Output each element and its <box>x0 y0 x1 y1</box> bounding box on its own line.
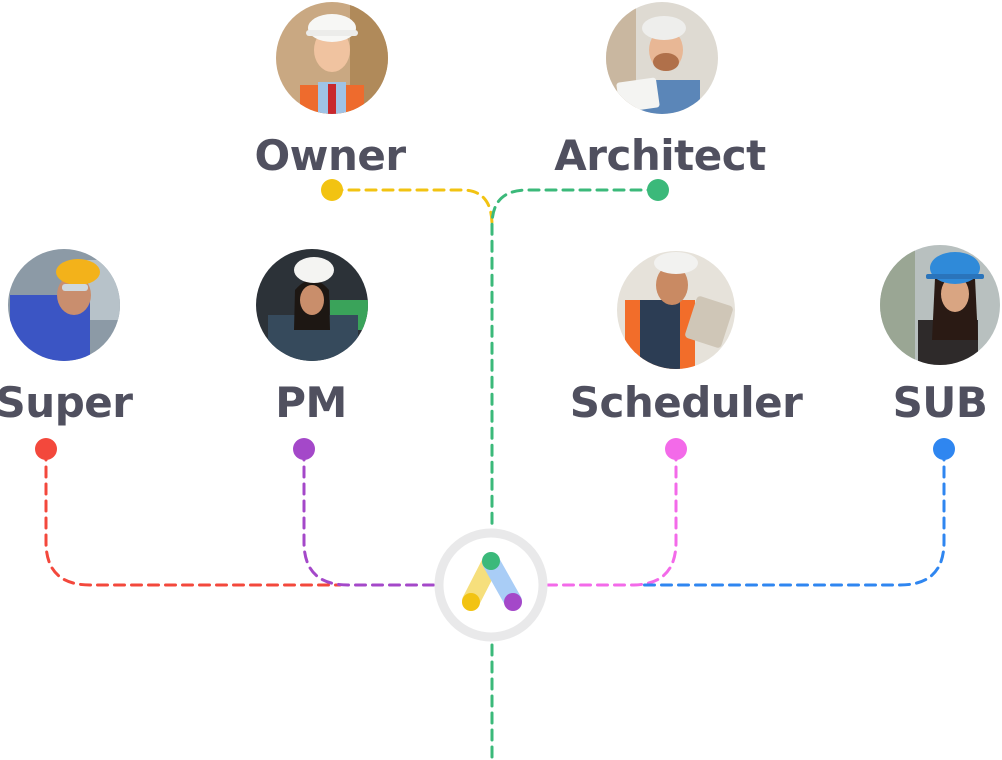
architect-label: Architect <box>554 131 766 180</box>
scheduler-avatar-icon <box>617 251 735 369</box>
super-dot <box>35 438 57 460</box>
sub-dot <box>933 438 955 460</box>
sub-label: SUB <box>893 378 988 427</box>
architect-avatar-icon <box>606 2 718 114</box>
architect-dot <box>647 179 669 201</box>
connector-scheduler <box>546 448 678 587</box>
super-label: Super <box>0 378 133 427</box>
connector-architect <box>490 188 660 530</box>
sub-avatar-icon <box>880 245 1000 365</box>
connector-sub <box>638 448 946 587</box>
pm-avatar-icon <box>256 249 368 361</box>
connector-pm <box>302 448 438 587</box>
app-logo-icon <box>462 552 522 611</box>
hub <box>434 528 548 642</box>
owner-label: Owner <box>254 131 406 180</box>
scheduler-label: Scheduler <box>570 378 803 427</box>
super-avatar-icon <box>8 249 120 361</box>
connector-super <box>44 448 342 587</box>
owner-avatar-icon <box>276 2 388 114</box>
owner-dot <box>321 179 343 201</box>
scheduler-dot <box>665 438 687 460</box>
pm-dot <box>293 438 315 460</box>
pm-label: PM <box>275 378 347 427</box>
connector-owner <box>330 188 494 227</box>
